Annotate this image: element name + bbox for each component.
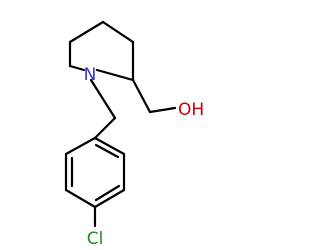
double-bond-ar-4-5: [94, 184, 121, 202]
bond-c1-ch2: [131, 78, 152, 114]
benzene-ring: [64, 136, 126, 209]
chlorine-atom-label: Cl: [87, 229, 104, 249]
bond-ar-6-1: [93, 136, 126, 156]
nitrogen-atom-label: N: [84, 65, 97, 85]
chemical-structure: N OH Cl: [64, 20, 204, 249]
bond-ar-1-2: [64, 136, 97, 156]
double-bond-ar-6-1: [94, 143, 120, 159]
bond-benzyl-ch2-ring: [93, 116, 117, 140]
hydroxyl-atom-label: OH: [178, 100, 204, 120]
bond-ch2-o: [148, 106, 177, 114]
hydroxymethyl-group: [131, 78, 177, 114]
bond-ring-c3-c4: [68, 20, 105, 44]
bond-ring-n-c1: [95, 68, 135, 82]
bond-ar-3-4: [64, 188, 97, 209]
piperidine-ring: [68, 20, 135, 82]
bond-n-benzyl-ch2: [89, 78, 117, 120]
bond-ring-c2-c3: [101, 20, 135, 44]
bond-ring-c5-n: [68, 64, 86, 72]
bond-ar-4-5: [93, 188, 126, 209]
